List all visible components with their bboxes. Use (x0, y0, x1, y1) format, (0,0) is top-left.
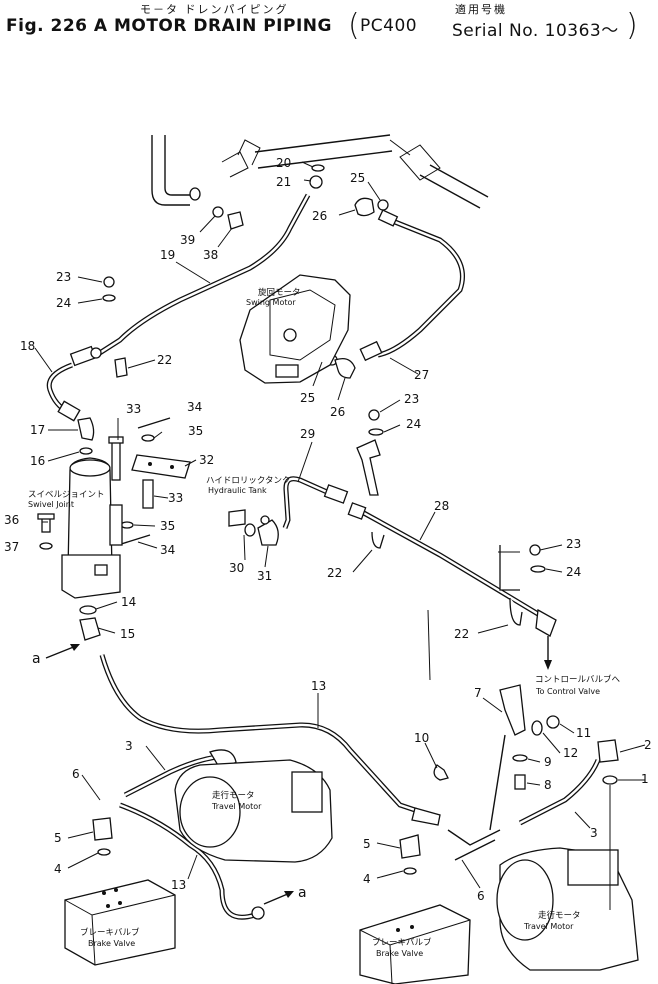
header-serial: Serial No. 10363～ (452, 21, 619, 41)
hydraulic-tank-label-jp: ハイドロリックタンク (206, 476, 291, 486)
swivel-joint (61, 457, 123, 599)
header-open-paren: ( (348, 8, 360, 43)
part-37: 37 (4, 540, 19, 554)
part-1: 1 (641, 772, 649, 786)
part-17: 17 (30, 423, 45, 437)
part-23-b: 23 (404, 392, 419, 406)
hydraulic-tank-label: Hydraulic Tank (208, 486, 267, 495)
part-14: 14 (121, 595, 136, 609)
part-15: 15 (120, 627, 135, 641)
header-close-paren: ) (626, 8, 638, 43)
part-25-upper: 25 (350, 171, 365, 185)
part-2: 2 (644, 738, 652, 752)
swivel-joint-label-jp: スイベルジョイント (28, 490, 105, 500)
part-22-c: 22 (454, 627, 469, 641)
part-4-left: 4 (54, 862, 62, 876)
brake-valve-right-label-jp: ブレーキバルブ (372, 937, 432, 948)
part-6-left: 6 (72, 767, 80, 781)
part-25-lower: 25 (300, 391, 315, 405)
header-title: Fig. 226 A MOTOR DRAIN PIPING (6, 16, 332, 36)
part-13-lower: 13 (171, 878, 186, 892)
to-control-valve-label-jp: コントロールバルブへ (535, 674, 621, 685)
part-8: 8 (544, 778, 552, 792)
part-9: 9 (544, 755, 552, 769)
brake-valve-right-label: Brake Valve (376, 949, 423, 958)
part-27: 27 (414, 368, 429, 382)
header-jp-applicable: 適用号機 (455, 3, 507, 16)
travel-motor-left-label: Travel Motor (211, 802, 262, 811)
brake-valve-left-label-jp: ブレーキバルブ (80, 927, 140, 938)
part-32: 32 (199, 453, 214, 467)
header-jp-title: モ－タ ドレンパイピング (140, 3, 289, 16)
leader-lines (34, 161, 646, 910)
part-24-a: 24 (56, 296, 71, 310)
part-6-right: 6 (477, 889, 485, 903)
part-3-left: 3 (125, 739, 133, 753)
part-26-lower: 26 (330, 405, 345, 419)
part-4-right: 4 (363, 872, 371, 886)
part-23-a: 23 (56, 270, 71, 284)
part-24-b: 24 (406, 417, 421, 431)
to-control-valve-label: To Control Valve (535, 687, 600, 696)
swing-motor-label-jp: 旋回モータ (258, 287, 301, 298)
part-29: 29 (300, 427, 315, 441)
part-22-b: 22 (327, 566, 342, 580)
header-model: PC400 (360, 16, 418, 36)
part-23-c: 23 (566, 537, 581, 551)
part-39: 39 (180, 233, 195, 247)
part-22-a: 22 (157, 353, 172, 367)
swivel-joint-label: Swivel Joint (28, 500, 74, 509)
part-30: 30 (229, 561, 244, 575)
part-38: 38 (203, 248, 218, 262)
part-34-lower: 34 (160, 543, 175, 557)
part-5-right: 5 (363, 837, 371, 851)
part-7: 7 (474, 686, 482, 700)
part-33-lower: 33 (168, 491, 183, 505)
brake-valve-left (64, 879, 176, 966)
part-10: 10 (414, 731, 429, 745)
part-13-upper: 13 (311, 679, 326, 693)
travel-motor-right-label-jp: 走行モータ (538, 910, 581, 921)
part-28: 28 (434, 499, 449, 513)
part-20: 20 (276, 156, 291, 170)
part-36: 36 (4, 513, 19, 527)
part-34-upper: 34 (187, 400, 202, 414)
travel-motor-left-label-jp: 走行モータ (212, 790, 255, 801)
part-24-c: 24 (566, 565, 581, 579)
swing-motor (239, 274, 351, 384)
part-35-upper: 35 (188, 424, 203, 438)
fittings (37, 164, 619, 920)
part-21: 21 (276, 175, 291, 189)
part-18: 18 (20, 339, 35, 353)
component-labels: 旋回モータ Swing Motor ハイドロリックタンク Hydraulic T… (28, 287, 621, 958)
part-3-right: 3 (590, 826, 598, 840)
part-26-upper: 26 (312, 209, 327, 223)
frame-tubes (151, 134, 489, 209)
travel-motor-right (496, 847, 639, 971)
swing-motor-label: Swing Motor (246, 298, 296, 307)
travel-motor-left (174, 759, 333, 863)
part-number-labels: 1 2 3 3 4 4 5 5 6 6 7 8 9 10 11 12 13 13… (4, 156, 652, 903)
part-19: 19 (160, 248, 175, 262)
brake-valve-left-label: Brake Valve (88, 939, 135, 948)
part-35-lower: 35 (160, 519, 175, 533)
part-16: 16 (30, 454, 45, 468)
part-31: 31 (257, 569, 272, 583)
part-5-left: 5 (54, 831, 62, 845)
part-33-upper: 33 (126, 402, 141, 416)
ref-a-left: a (32, 651, 41, 667)
part-11: 11 (576, 726, 591, 740)
brake-valve-right (359, 904, 471, 984)
part-12: 12 (563, 746, 578, 760)
travel-motor-right-label: Travel Motor (523, 922, 574, 931)
ref-a-right: a (298, 885, 307, 901)
